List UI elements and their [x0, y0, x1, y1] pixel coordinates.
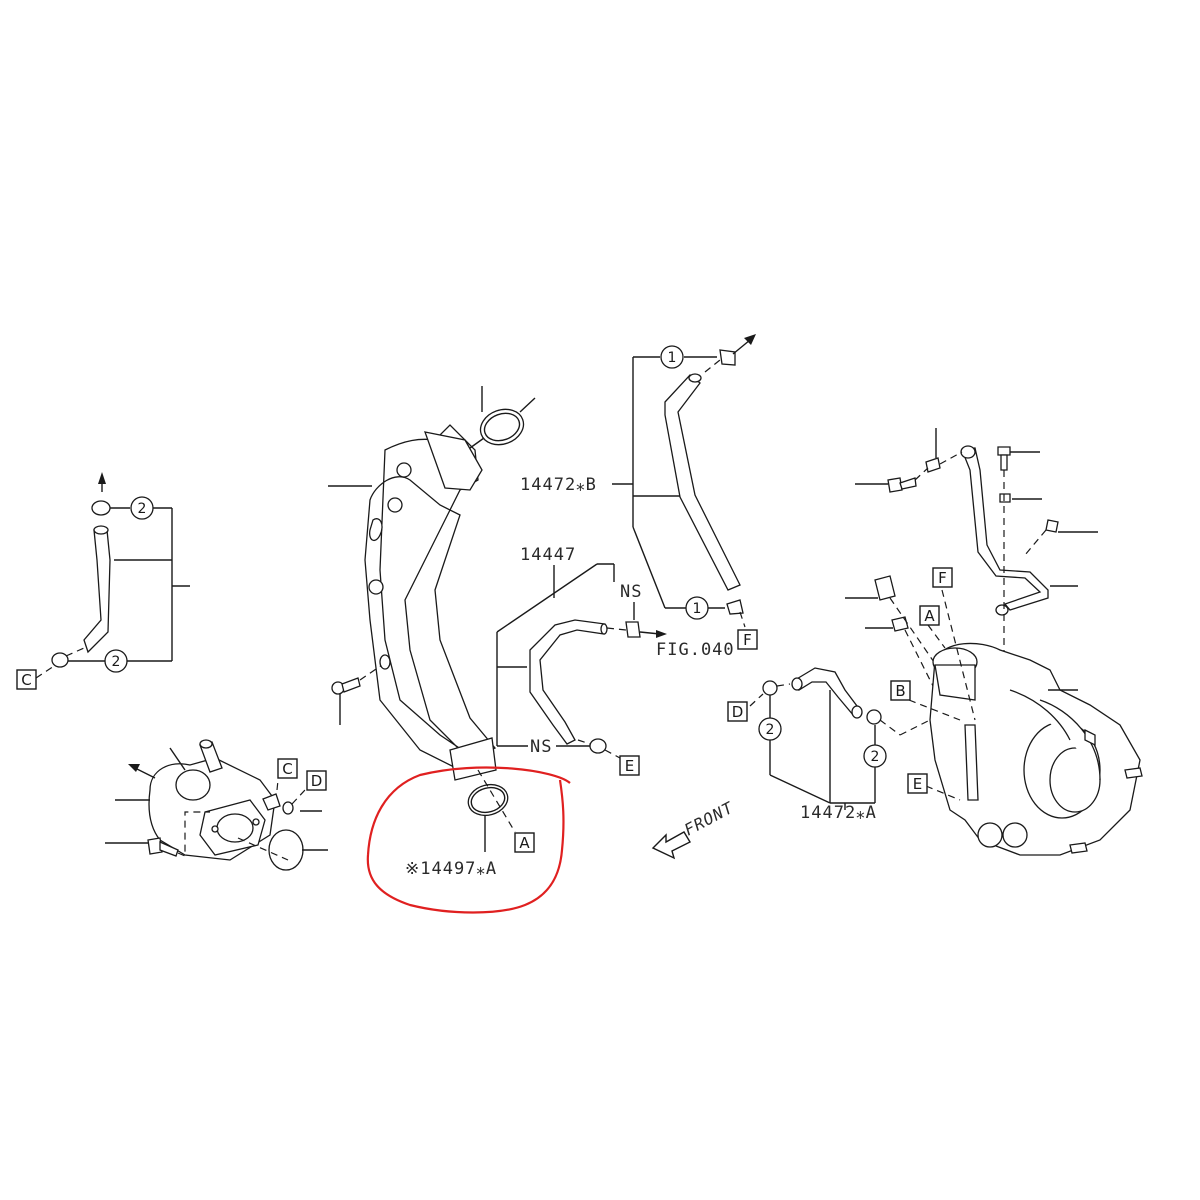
arrow-icon — [128, 764, 140, 772]
circle-marker: 2 — [863, 744, 887, 768]
turbo-inlet-pipe — [328, 386, 536, 781]
part-number-14447: 14447 — [520, 545, 576, 565]
hose-14472a-assembly: 2 2 14472⁎A D — [727, 667, 945, 823]
highlighted-gasket-group: A ※14497⁎A — [366, 766, 571, 914]
circle-marker: 1 — [685, 596, 709, 620]
ns-label: NS — [530, 737, 552, 757]
coolant-housing-assembly: C D — [105, 739, 328, 871]
svg-text:FRONT: FRONT — [681, 798, 737, 840]
hose-14447-assembly: 14447 NS NS FIG.040 E — [496, 545, 735, 776]
arrow-up-icon — [98, 472, 106, 484]
svg-text:2: 2 — [766, 722, 775, 738]
svg-text:2: 2 — [871, 749, 880, 765]
circle-marker: 2 — [104, 649, 128, 673]
hose-clamp-icon — [91, 500, 111, 516]
svg-text:B: B — [895, 682, 905, 700]
svg-text:E: E — [625, 757, 634, 775]
callout-box-e: E — [619, 755, 640, 776]
hose-clamp-icon — [726, 599, 744, 615]
left-hose-assembly: 2 2 C — [16, 472, 190, 690]
hose-clamp-icon — [762, 680, 778, 696]
fig-reference[interactable]: FIG.040 — [656, 640, 735, 660]
svg-text:C: C — [282, 760, 292, 778]
callout-box-a: A — [514, 832, 535, 853]
svg-text:2: 2 — [138, 501, 147, 517]
svg-text:D: D — [732, 703, 744, 721]
arrow-icon — [744, 334, 756, 345]
circle-marker: 2 — [130, 496, 154, 520]
hose-clamp-icon — [625, 621, 641, 638]
svg-text:1: 1 — [668, 350, 677, 366]
svg-text:E: E — [913, 775, 922, 793]
front-direction-indicator: FRONT — [651, 798, 737, 860]
svg-text:A: A — [519, 834, 530, 852]
vacuum-hose — [529, 619, 606, 745]
hose-clamp-icon — [719, 349, 736, 366]
coolant-hose — [83, 529, 111, 654]
svg-text:D: D — [311, 772, 323, 790]
coolant-hose — [794, 667, 861, 717]
callout-box-a: A — [919, 605, 940, 626]
circle-marker: 1 — [660, 345, 684, 369]
arrow-left-icon — [651, 831, 691, 860]
svg-text:F: F — [743, 631, 752, 649]
svg-text:A: A — [924, 607, 935, 625]
callout-box-c: C — [16, 669, 37, 690]
turbocharger-assembly: F A B E — [845, 428, 1143, 856]
part-number-14497a: ※14497⁎A — [405, 859, 497, 879]
part-number-14472b: 14472⁎B — [520, 475, 597, 495]
callout-box-f: F — [932, 567, 953, 588]
part-number-14472a: 14472⁎A — [800, 803, 877, 823]
callout-box-b: B — [890, 680, 911, 701]
housing-gasket — [268, 829, 304, 871]
callout-box-f: F — [737, 629, 758, 650]
red-highlight-circle — [366, 766, 571, 914]
callout-box-c: C — [277, 758, 298, 779]
hose-clamp-icon — [589, 738, 607, 754]
gasket-14497a — [467, 783, 509, 817]
svg-text:1: 1 — [693, 601, 702, 617]
hose-clamp-icon — [51, 652, 69, 668]
coolant-hose — [664, 374, 741, 591]
svg-text:C: C — [21, 671, 31, 689]
circle-marker: 2 — [758, 717, 782, 741]
callout-box-e: E — [907, 773, 928, 794]
svg-text:2: 2 — [112, 654, 121, 670]
hose-14472b-assembly: 1 1 14472⁎B F — [520, 334, 758, 650]
callout-box-d: D — [306, 770, 327, 791]
hose-clamp-icon — [866, 709, 882, 725]
svg-text:F: F — [938, 569, 947, 587]
ns-label: NS — [620, 582, 642, 602]
callout-box-d: D — [727, 701, 748, 722]
arrow-icon — [656, 630, 667, 638]
oil-feed-line — [961, 447, 1049, 611]
